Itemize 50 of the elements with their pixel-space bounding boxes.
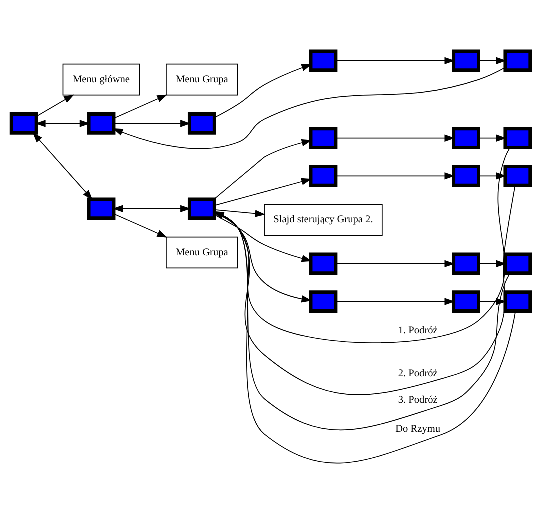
node-box — [452, 164, 480, 187]
node-box — [309, 49, 338, 72]
arrow — [336, 134, 456, 142]
node-box — [504, 126, 532, 150]
edge-label: 3. Podróż — [398, 394, 438, 406]
arrow — [336, 56, 456, 64]
node-box — [309, 164, 338, 187]
arrow — [214, 178, 312, 206]
arrow — [32, 132, 93, 200]
node-box — [188, 112, 216, 134]
arrow — [478, 172, 507, 180]
arrow — [114, 213, 168, 238]
node-box: Menu Grupa — [166, 63, 238, 96]
node-box: Menu Grupa — [166, 236, 238, 268]
node-box — [504, 290, 532, 312]
arrow — [214, 214, 312, 262]
arrow — [478, 298, 507, 305]
node-box — [504, 49, 532, 72]
node-box — [188, 197, 216, 220]
arrow — [214, 138, 312, 200]
arrow — [478, 134, 507, 142]
arrow — [112, 66, 506, 149]
edge-label: 1. Podróż — [398, 324, 438, 336]
node-box: Slajd sterujący Grupa 2. — [264, 204, 383, 236]
edge-label: 2. Podróż — [398, 368, 438, 379]
node-box — [504, 252, 532, 275]
node-box — [309, 252, 338, 275]
arrow — [336, 298, 456, 305]
edge-label: Do Rzymu — [396, 424, 441, 435]
node-box — [452, 290, 480, 312]
node-box — [309, 126, 338, 150]
node-box — [87, 112, 116, 134]
arrow — [478, 56, 507, 64]
node-box — [309, 290, 338, 312]
arrow — [114, 94, 168, 118]
node-box — [452, 126, 480, 150]
node-box: Menu główne — [62, 63, 140, 96]
node-box — [87, 197, 116, 220]
arrow — [336, 172, 456, 180]
node-box — [504, 164, 532, 187]
arrow — [114, 120, 191, 127]
arrow — [35, 120, 90, 127]
arrow — [112, 204, 191, 212]
arrow — [214, 209, 266, 217]
node-box — [452, 252, 480, 275]
arrow — [214, 64, 312, 118]
node-box — [452, 49, 480, 72]
arrow — [336, 260, 456, 268]
arrow — [36, 94, 74, 117]
node-box — [10, 112, 38, 134]
